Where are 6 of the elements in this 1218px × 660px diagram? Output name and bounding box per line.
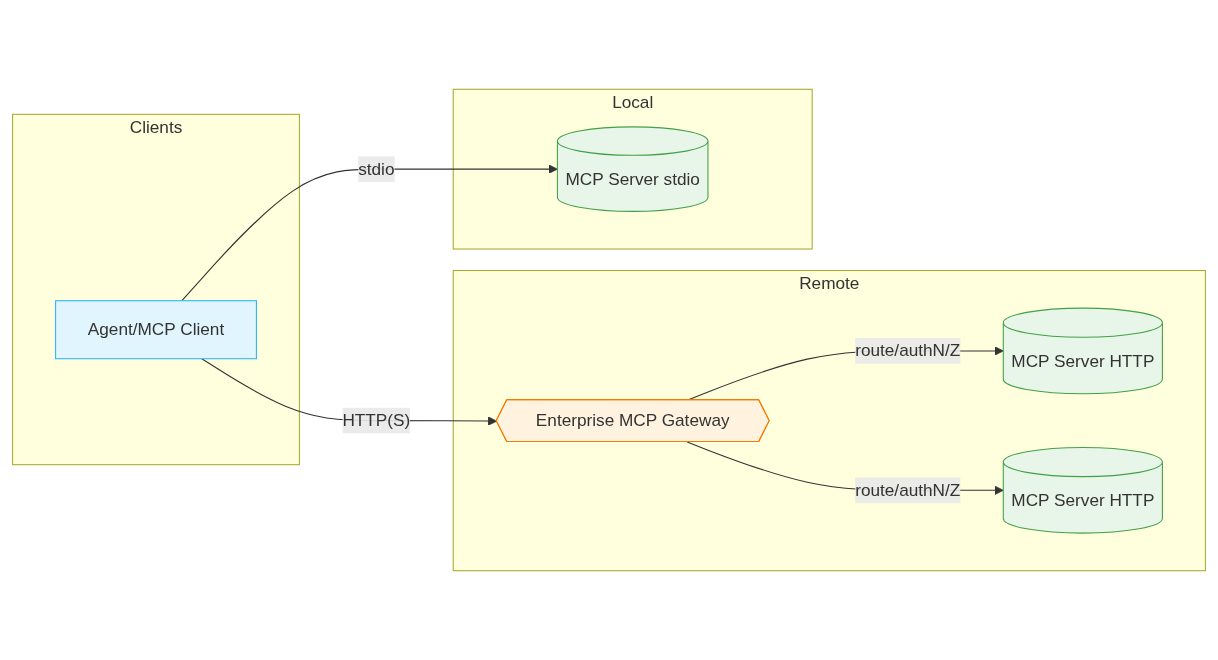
edge-label: stdio — [358, 159, 395, 178]
edge-label: HTTP(S) — [342, 410, 411, 430]
edge-label: route/authN/Z — [855, 480, 961, 499]
node-box: Agent/MCP Client — [55, 300, 257, 360]
arrow — [181, 164, 558, 302]
edge-label: route/authN/Z — [855, 341, 961, 360]
